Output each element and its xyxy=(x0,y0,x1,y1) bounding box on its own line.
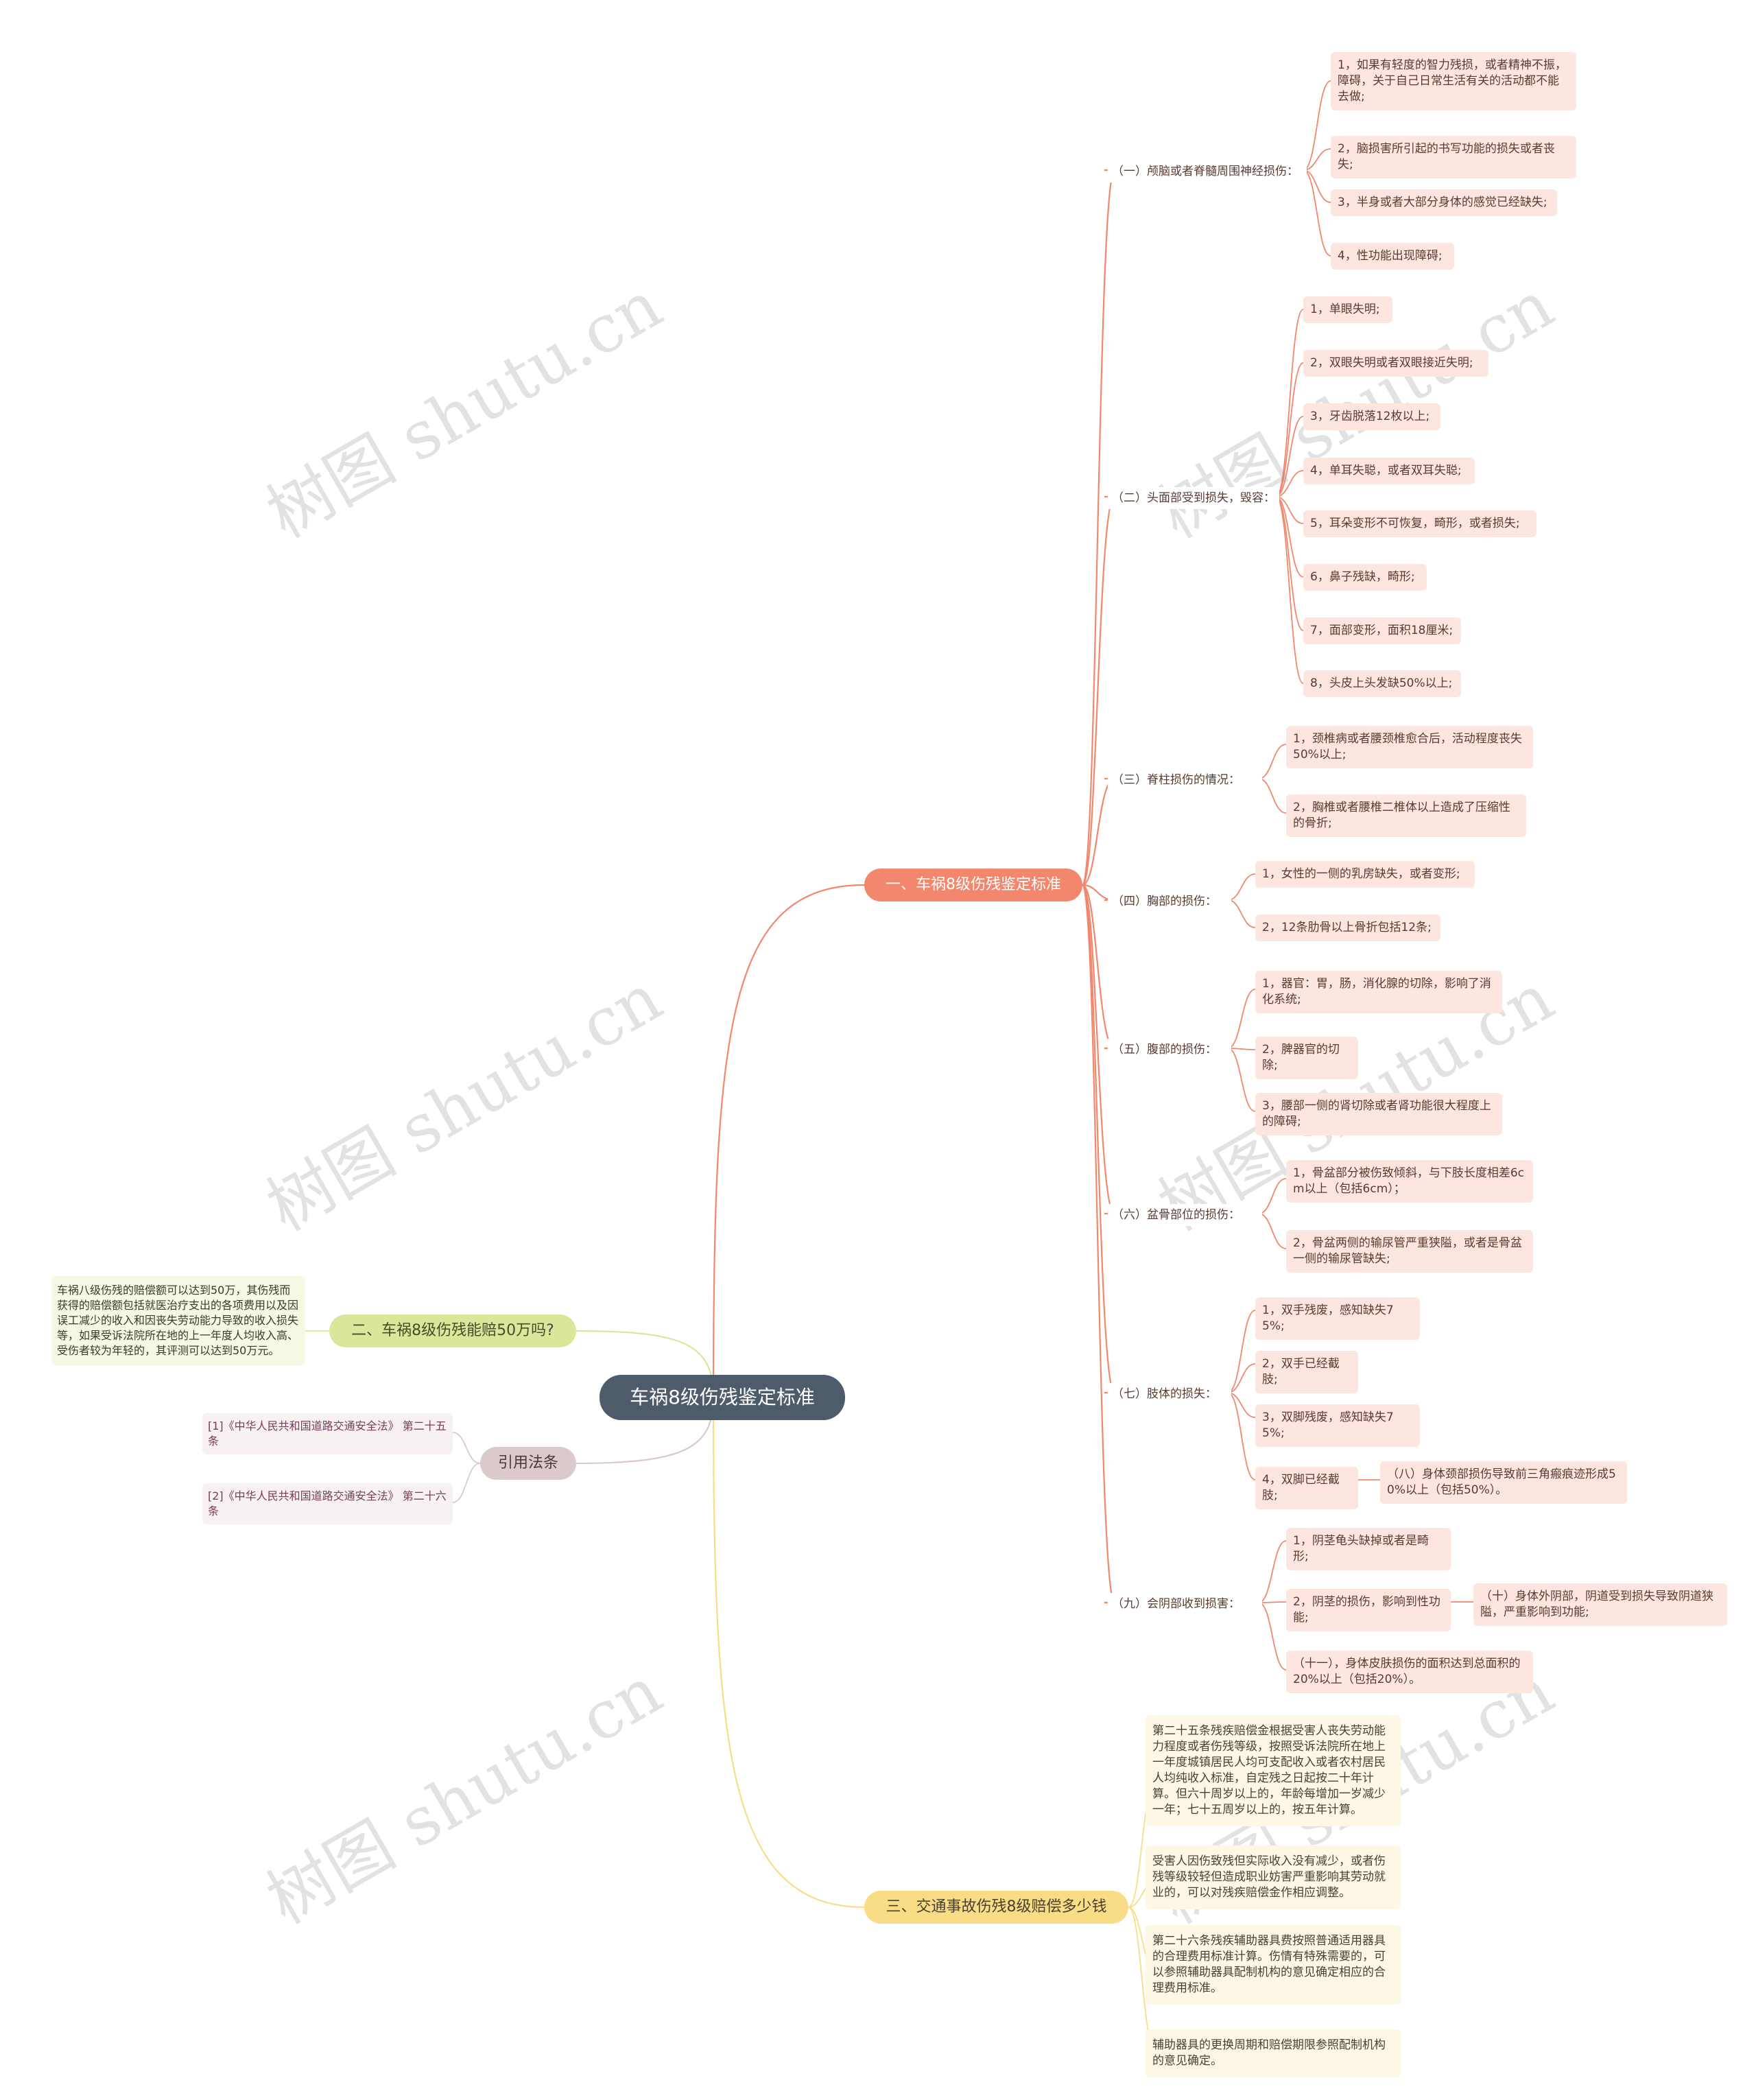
branch-compensation-question[interactable]: 二、车祸8级伤残能赔50万吗? xyxy=(329,1314,576,1347)
leaf-item[interactable]: 4，性功能出现障碍; xyxy=(1331,243,1454,270)
leaf-item[interactable]: 2，12条肋骨以上骨折包括12条; xyxy=(1255,915,1440,941)
leaf-item[interactable]: 2，骨盆两侧的输尿管严重狭隘，或者是骨盆一侧的输尿管缺失; xyxy=(1286,1230,1533,1273)
leaf-item[interactable]: 3，腰部一侧的肾切除或者肾功能很大程度上的障碍; xyxy=(1255,1093,1502,1135)
leaf-item[interactable]: （十）身体外阴部，阴道受到损失导致阴道狭隘，严重影响到功能; xyxy=(1473,1583,1727,1626)
leaf-item[interactable]: 2，胸椎或者腰椎二椎体以上造成了压缩性的骨折; xyxy=(1286,794,1526,837)
leaf-item[interactable]: 2，脑损害所引起的书写功能的损失或者丧失; xyxy=(1331,136,1576,178)
section-head[interactable]: （一）颅脑或者脊髓周围神经损伤： xyxy=(1108,161,1307,182)
leaf-item[interactable]: 1，单眼失明; xyxy=(1303,296,1392,323)
branch-standard[interactable]: 一、车祸8级伤残鉴定标准 xyxy=(864,869,1082,901)
leaf-item[interactable]: 1，阴茎龟头缺掉或者是畸形; xyxy=(1286,1528,1451,1570)
leaf-item[interactable]: 2，双手已经截肢; xyxy=(1255,1351,1358,1393)
section-head[interactable]: （六）盆骨部位的损伤： xyxy=(1108,1204,1262,1226)
leaf-item[interactable]: 辅助器具的更换周期和赔偿期限参照配制机构的意见确定。 xyxy=(1146,2029,1401,2077)
leaf-item[interactable]: 5，耳朵变形不可恢复，畸形，或者损失; xyxy=(1303,510,1536,537)
citation-item[interactable]: [1]《中华人民共和国道路交通安全法》 第二十五条 xyxy=(202,1413,453,1454)
leaf-item[interactable]: 4，单耳失聪，或者双耳失聪; xyxy=(1303,458,1475,484)
leaf-item[interactable]: 8，头皮上头发缺50%以上; xyxy=(1303,670,1461,697)
root-topic[interactable]: 车祸8级伤残鉴定标准 xyxy=(600,1375,845,1420)
leaf-item[interactable]: 3，半身或者大部分身体的感觉已经缺失; xyxy=(1331,189,1557,216)
leaf-item[interactable]: 6，鼻子残缺，畸形; xyxy=(1303,564,1427,591)
leaf-item[interactable]: 第二十六条残疾辅助器具费按照普通适用器具的合理费用标准计算。伤情有特殊需要的，可… xyxy=(1146,1925,1401,2005)
leaf-item[interactable]: 2，脾器官的切除; xyxy=(1255,1037,1358,1079)
branch-citations[interactable]: 引用法条 xyxy=(480,1447,576,1480)
leaf-item[interactable]: 4，双脚已经截肢; xyxy=(1255,1467,1358,1509)
leaf-item[interactable]: 3，双脚残废，感知缺失75%; xyxy=(1255,1404,1420,1447)
leaf-item[interactable]: 第二十五条残疾赔偿金根据受害人丧失劳动能力程度或者伤残等级，按照受诉法院所在地上… xyxy=(1146,1715,1401,1826)
leaf-item[interactable]: 受害人因伤致残但实际收入没有减少，或者伤残等级较轻但造成职业妨害严重影响其劳动就… xyxy=(1146,1845,1401,1909)
leaf-item[interactable]: 1，双手残废，感知缺失75%; xyxy=(1255,1297,1420,1340)
section-head[interactable]: （二）头面部受到损失，毁容： xyxy=(1108,487,1279,509)
leaf-item[interactable]: 1，骨盆部分被伤致倾斜，与下肢长度相差6cm以上（包括6cm）； xyxy=(1286,1160,1533,1203)
leaf-item[interactable]: 1，如果有轻度的智力残损，或者精神不振，障碍，关于自己日常生活有关的活动都不能去… xyxy=(1331,52,1576,110)
citation-item[interactable]: [2]《中华人民共和国道路交通安全法》 第二十六条 xyxy=(202,1483,453,1524)
leaf-item[interactable]: 1，颈椎病或者腰颈椎愈合后，活动程度丧失50%以上; xyxy=(1286,726,1533,768)
leaf-item[interactable]: 7，面部变形，面积18厘米; xyxy=(1303,617,1461,644)
leaf-item[interactable]: 2，阴茎的损伤，影响到性功能; xyxy=(1286,1589,1451,1631)
leaf-item[interactable]: 1，器官：胃，肠，消化腺的切除，影响了消化系统; xyxy=(1255,971,1502,1013)
section-head[interactable]: （九）会阴部收到损害： xyxy=(1108,1593,1262,1615)
leaf-item[interactable]: （八）身体颈部损伤导致前三角瘢痕迹形成50%以上（包括50%）。 xyxy=(1380,1461,1627,1504)
leaf-item[interactable]: （十一），身体皮肤损伤的面积达到总面积的20%以上（包括20%）。 xyxy=(1286,1651,1533,1693)
answer-text[interactable]: 车祸八级伤残的赔偿额可以达到50万，其伤残而获得的赔偿额包括就医治疗支出的各项费… xyxy=(51,1276,305,1365)
section-head[interactable]: （七）肢体的损失： xyxy=(1108,1383,1231,1405)
leaf-item[interactable]: 3，牙齿脱落12枚以上; xyxy=(1303,403,1440,430)
branch-compensation-amount[interactable]: 三、交通事故伤残8级赔偿多少钱 xyxy=(864,1891,1128,1924)
section-head[interactable]: （五）腹部的损伤： xyxy=(1108,1039,1231,1061)
leaf-item[interactable]: 1，女性的一侧的乳房缺失，或者变形; xyxy=(1255,861,1475,888)
section-head[interactable]: （三）脊柱损伤的情况： xyxy=(1108,769,1262,791)
section-head[interactable]: （四）胸部的损伤： xyxy=(1108,890,1231,912)
leaf-item[interactable]: 2，双眼失明或者双眼接近失明; xyxy=(1303,350,1488,377)
